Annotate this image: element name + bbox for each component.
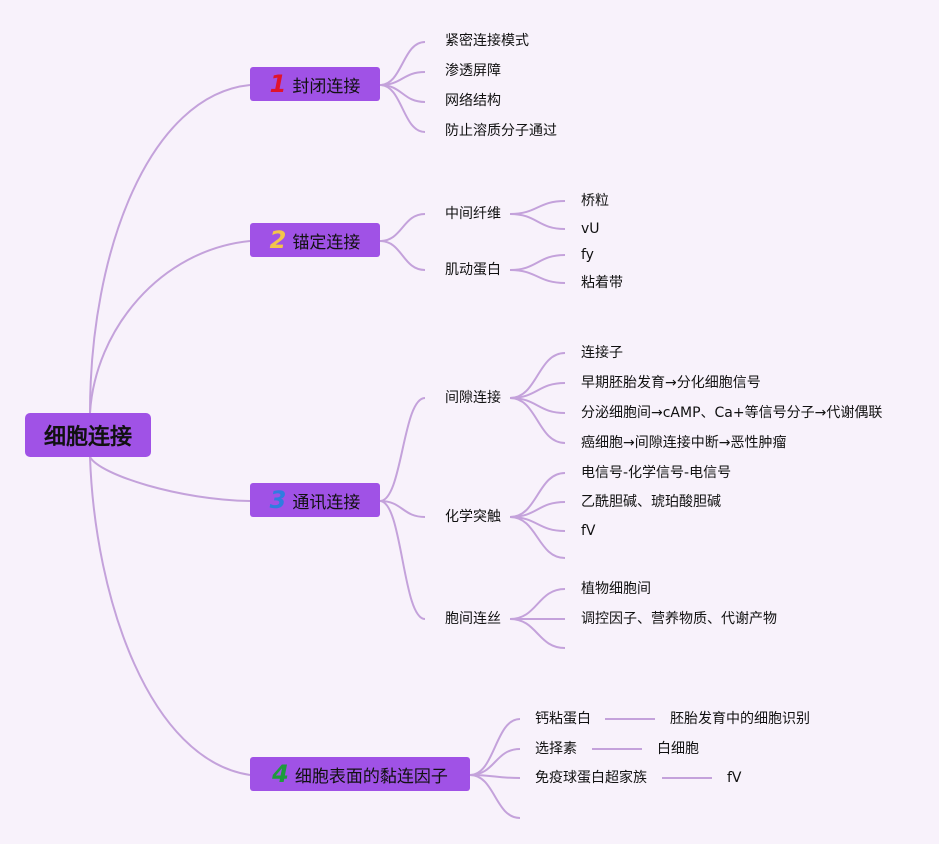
topic-3-sub-1-leaf-2: 早期胚胎发育→分化细胞信号 xyxy=(581,375,761,391)
connector-11 xyxy=(379,397,426,502)
topic-3-sub-1-leaf-1: 连接子 xyxy=(581,345,623,361)
topic-4-node: 4 细胞表面的黏连因子 xyxy=(250,757,470,791)
topic-3-node: 3 通讯连接 xyxy=(250,483,380,517)
topic-1-child-1: 紧密连接模式 xyxy=(445,33,529,49)
connector-root-topic-1 xyxy=(89,84,251,414)
connector-6 xyxy=(379,240,426,271)
topic-3-sub-1-leaf-4: 癌细胞→间隙连接中断→恶性肿瘤 xyxy=(581,435,787,451)
connector-root-topic-3 xyxy=(89,456,251,502)
topic-1-child-3: 网络结构 xyxy=(445,93,501,109)
topic-2-node: 2 锚定连接 xyxy=(250,223,380,257)
topic-1-label: 封闭连接 xyxy=(292,76,361,97)
number-2-icon: 2 xyxy=(269,226,287,254)
connector-root-topic-4 xyxy=(89,456,251,776)
topic-2-sub-1-leaf-1: 桥粒 xyxy=(581,193,609,209)
number-1-icon: 1 xyxy=(269,70,287,98)
topic-1-child-2: 渗透屏障 xyxy=(445,63,501,79)
topic-3-label: 通讯连接 xyxy=(292,492,361,513)
connector-17 xyxy=(509,397,566,444)
connector-28 xyxy=(469,774,521,819)
connector-root-topic-2 xyxy=(89,240,251,414)
topic-3-sub-3-leaf-1: 植物细胞间 xyxy=(581,581,651,597)
topic-2-sub-1: 中间纤维 xyxy=(445,206,501,222)
root-node: 细胞连接 xyxy=(25,413,151,457)
topic-1-child-4: 防止溶质分子通过 xyxy=(445,123,557,139)
topic-4-sub-3: 免疫球蛋白超家族 xyxy=(535,770,647,786)
connector-12 xyxy=(379,500,426,518)
topic-4-sub-2: 选择素 xyxy=(535,741,577,757)
topic-3-sub-2-leaf-2: 乙酰胆碱、琥珀酸胆碱 xyxy=(581,494,721,510)
topic-3-sub-2-leaf-1: 电信号-化学信号-电信号 xyxy=(581,465,732,481)
connector-25 xyxy=(469,718,521,776)
topic-3-sub-3-leaf-2: 调控因子、营养物质、代谢产物 xyxy=(581,611,777,627)
topic-3-sub-2-leaf-3: fV xyxy=(581,523,596,539)
topic-4-label: 细胞表面的黏连因子 xyxy=(294,766,448,787)
connector-5 xyxy=(379,213,426,242)
topic-2-sub-2: 肌动蛋白 xyxy=(445,262,501,278)
topic-3-sub-1: 间隙连接 xyxy=(445,390,501,406)
topic-2-sub-2-leaf-1: fy xyxy=(581,247,594,263)
topic-3-sub-1-leaf-3: 分泌细胞间→cAMP、Ca+等信号分子→代谢偶联 xyxy=(581,405,883,421)
topic-2-sub-2-leaf-2: 粘着带 xyxy=(581,275,623,291)
connector-22 xyxy=(509,588,566,620)
topic-1-node: 1 封闭连接 xyxy=(250,67,380,101)
connector-21 xyxy=(509,516,566,559)
topic-3-sub-3: 胞间连丝 xyxy=(445,611,501,627)
connector-7 xyxy=(509,200,566,215)
connector-8 xyxy=(509,213,566,230)
topic-3-sub-2: 化学突触 xyxy=(445,509,501,525)
topic-2-sub-1-leaf-2: vU xyxy=(581,221,600,237)
topic-4-sub-2-note: 白细胞 xyxy=(657,741,699,757)
topic-4-sub-3-note: fV xyxy=(727,770,742,786)
connector-4 xyxy=(379,84,426,133)
connector-10 xyxy=(509,269,566,284)
connector-24 xyxy=(509,618,566,649)
number-4-icon: 4 xyxy=(272,760,289,788)
connector-9 xyxy=(509,254,566,271)
topic-2-label: 锚定连接 xyxy=(292,232,361,253)
topic-4-sub-1-note: 胚胎发育中的细胞识别 xyxy=(670,711,810,727)
connector-26 xyxy=(469,748,521,776)
connector-13 xyxy=(379,500,426,620)
number-3-icon: 3 xyxy=(269,486,287,514)
topic-4-sub-1: 钙粘蛋白 xyxy=(535,711,591,727)
